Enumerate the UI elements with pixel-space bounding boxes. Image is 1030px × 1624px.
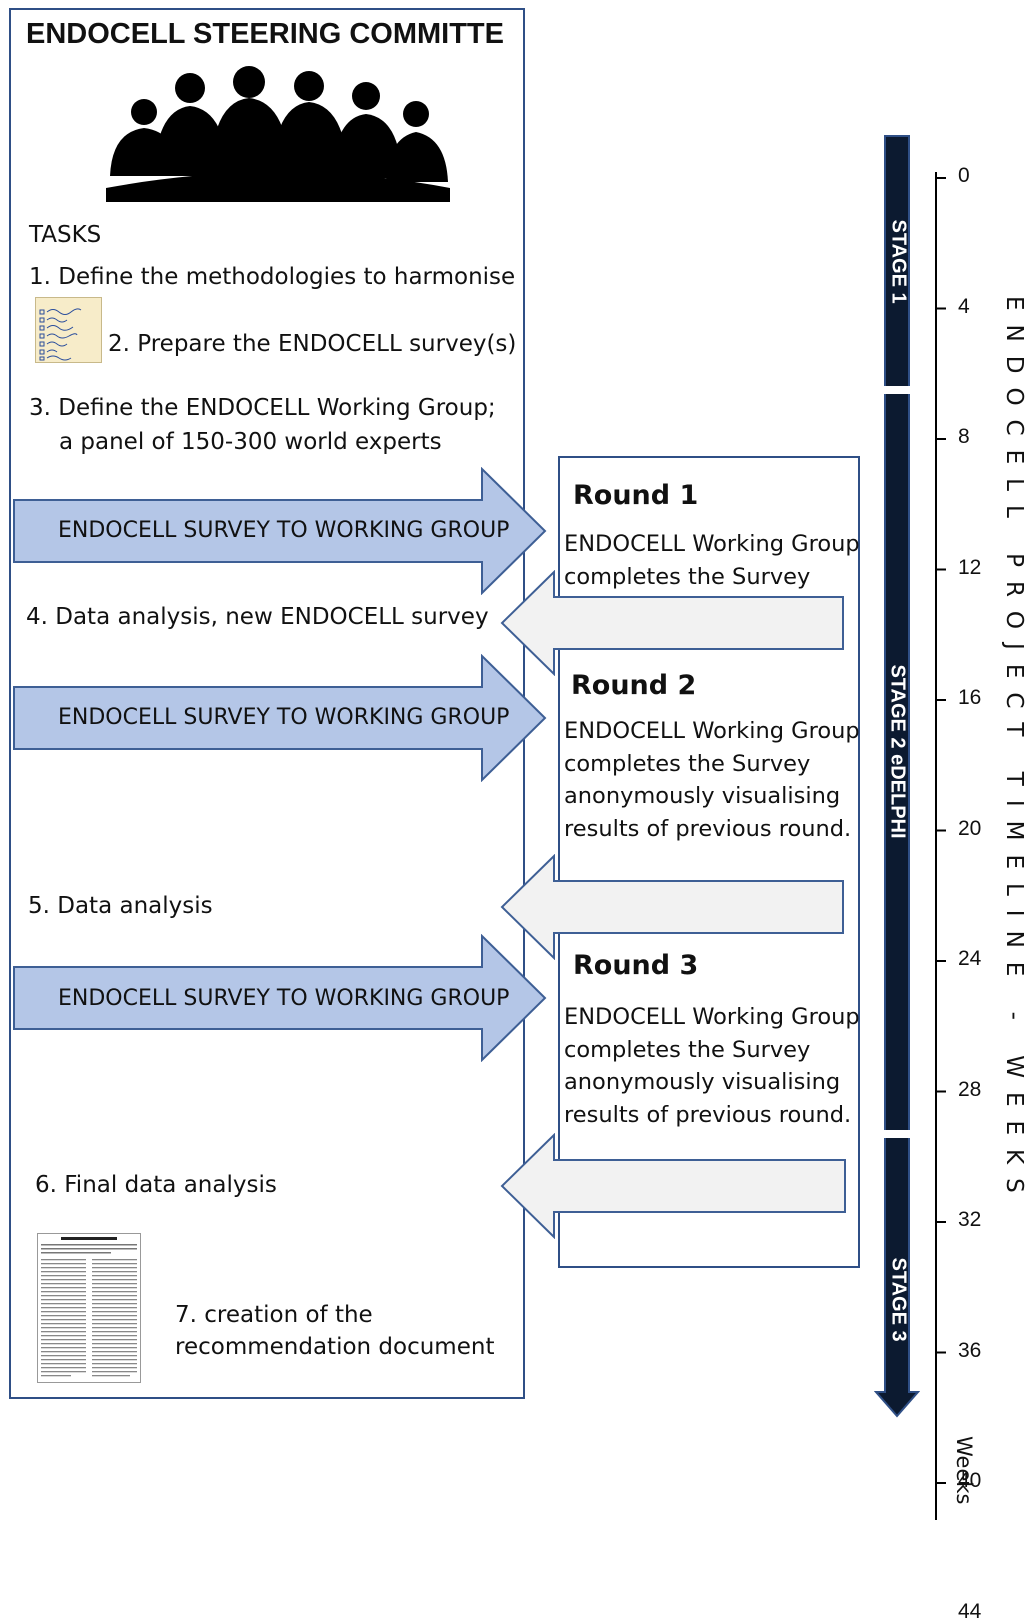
task-3: 3. Define the ENDOCELL Working Group; (29, 395, 496, 421)
timeline-tick-label: 32 (958, 1208, 982, 1231)
task-6: 6. Final data analysis (35, 1172, 277, 1198)
timeline-tick-label: 28 (958, 1077, 982, 1101)
survey-checklist-icon (35, 297, 102, 363)
round-2-title: Round 2 (571, 670, 697, 701)
round-1-title: Round 1 (573, 480, 699, 511)
round-2-line-4: results of previous round. (564, 815, 852, 842)
round-3-line-2: completes the Survey (564, 1036, 811, 1063)
committee-silhouette-icon (106, 66, 450, 202)
timeline-tick-label: 16 (958, 686, 982, 709)
timeline-title: ENDOCELL PROJECT TIMELINE - WEEKS (1001, 296, 1027, 1207)
task-2: 2. Prepare the ENDOCELL survey(s) (108, 331, 517, 357)
stage-timeline-bar (874, 135, 920, 1418)
timeline-tick-label: 4 (958, 294, 970, 318)
committee-title: ENDOCELL STEERING COMMITTE (26, 18, 504, 50)
round-2-text: ENDOCELL Working Group completes the Sur… (564, 715, 860, 845)
rounds-panel (558, 456, 860, 1268)
stage-3-label: STAGE 3 (887, 1257, 910, 1342)
round-1-text: ENDOCELL Working Group completes the Sur… (564, 528, 860, 593)
timeline-tick-label: 12 (958, 555, 982, 579)
round-2-line-1: ENDOCELL Working Group (564, 718, 860, 744)
timeline-tick-label: 36 (958, 1338, 982, 1362)
survey-arrow-3 (13, 934, 547, 1062)
task-7: 7. creation of the (175, 1302, 373, 1328)
return-arrow-2 (500, 854, 844, 960)
round-3-line-3: anonymously visualising (564, 1069, 841, 1095)
timeline-axis (935, 172, 946, 1520)
timeline-tick-label: 20 (958, 816, 982, 840)
timeline-tick-label: 40 (958, 1469, 982, 1492)
task-4: 4. Data analysis, new ENDOCELL survey (26, 604, 489, 630)
round-3-line-4: results of previous round. (564, 1101, 852, 1128)
survey-arrow-1-label: ENDOCELL SURVEY TO WORKING GROUP (58, 518, 510, 543)
recommendation-document-icon (37, 1233, 141, 1383)
round-2-line-2: completes the Survey (564, 750, 811, 777)
timeline-tick-label: 0 (958, 164, 970, 187)
timeline-tick-label: 8 (958, 425, 970, 448)
task-7-continued: recommendation document (175, 1334, 495, 1360)
round-1-line-2: completes the Survey (564, 563, 811, 590)
task-5: 5. Data analysis (28, 893, 213, 919)
stage-2-label: STAGE 2 eDELPHI (886, 664, 909, 839)
round-3-text: ENDOCELL Working Group completes the Sur… (564, 1001, 860, 1131)
return-arrow-3 (500, 1133, 846, 1239)
stage-1-label: STAGE 1 (887, 219, 910, 304)
tasks-heading: TASKS (29, 222, 102, 248)
survey-arrow-2-label: ENDOCELL SURVEY TO WORKING GROUP (58, 705, 510, 730)
return-arrow-1 (500, 570, 844, 676)
round-1-line-1: ENDOCELL Working Group (564, 531, 860, 557)
survey-arrow-2 (13, 654, 547, 782)
survey-arrow-3-label: ENDOCELL SURVEY TO WORKING GROUP (58, 986, 510, 1011)
weeks-axis-label: Weeks (952, 1436, 976, 1505)
round-2-line-3: anonymously visualising (564, 783, 841, 809)
round-3-title: Round 3 (573, 950, 699, 981)
timeline-tick-label: 24 (958, 947, 982, 970)
timeline-tick-label: 44 (958, 1599, 982, 1623)
task-3-continued: a panel of 150-300 world experts (59, 429, 442, 455)
round-3-line-1: ENDOCELL Working Group (564, 1004, 860, 1030)
task-1: 1. Define the methodologies to harmonise (29, 264, 516, 290)
survey-arrow-1 (13, 467, 547, 595)
